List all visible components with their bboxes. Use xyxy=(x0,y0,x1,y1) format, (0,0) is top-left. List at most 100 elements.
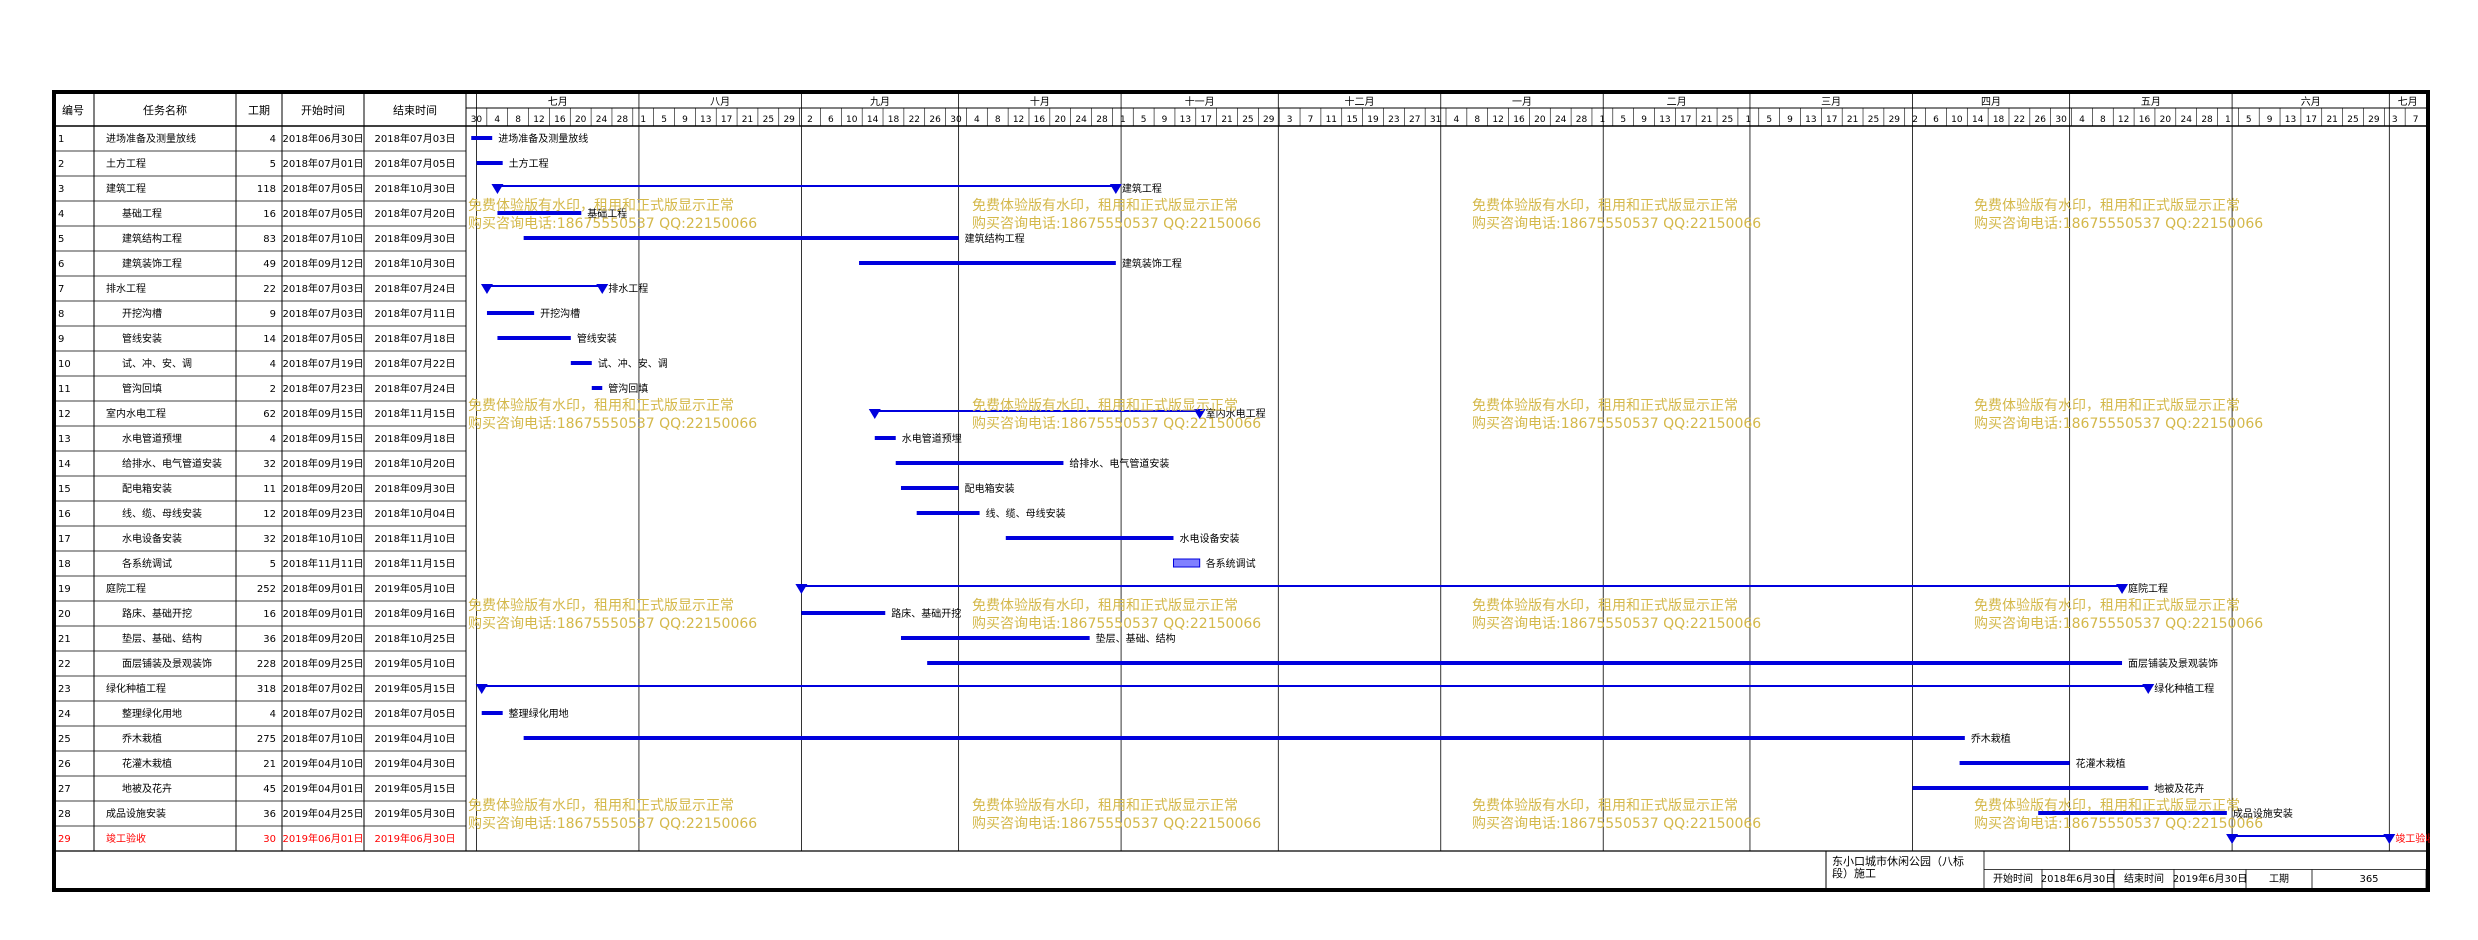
watermark-text: 免费体验版有水印，租用和正式版显示正常 xyxy=(1472,398,1738,414)
watermark-text: 购买咨询电话:18675550537 QQ:22150066 xyxy=(1472,416,1761,432)
row-id: 27 xyxy=(58,784,71,795)
day-label: 12 xyxy=(1492,115,1503,125)
row-end: 2018年09月18日 xyxy=(375,432,456,445)
day-label: 8 xyxy=(995,115,1001,125)
month-label: 七月 xyxy=(2398,96,2418,108)
row-start: 2018年09月23日 xyxy=(283,507,364,520)
row-id: 4 xyxy=(58,209,64,220)
row-name: 排水工程 xyxy=(106,282,146,295)
day-label: 9 xyxy=(1162,115,1168,125)
day-label: 18 xyxy=(1993,115,2005,125)
watermark-text: 免费体验版有水印，租用和正式版显示正常 xyxy=(972,398,1238,414)
row-id: 17 xyxy=(58,534,71,545)
day-label: 15 xyxy=(1346,115,1357,125)
row-end: 2018年11月15日 xyxy=(375,557,456,570)
bar-label: 路床、基础开挖 xyxy=(891,607,961,620)
task-bar xyxy=(1912,786,2149,790)
row-start: 2018年09月19日 xyxy=(283,457,364,470)
day-label: 22 xyxy=(909,115,920,125)
day-label: 3 xyxy=(1287,115,1293,125)
task-bar xyxy=(916,511,980,515)
row-id: 7 xyxy=(58,284,64,295)
row-start: 2018年06月30日 xyxy=(283,132,364,145)
bar-label: 面层铺装及景观装饰 xyxy=(2128,657,2218,670)
day-label: 29 xyxy=(2368,115,2380,125)
month-label: 九月 xyxy=(870,96,890,108)
row-name: 水电设备安装 xyxy=(122,532,182,545)
task-bar xyxy=(801,611,886,615)
footer-start-value: 2018年6月30日 xyxy=(2041,872,2116,885)
bar-label: 排水工程 xyxy=(608,282,648,295)
row-start: 2018年07月05日 xyxy=(283,182,364,195)
footer-duration-label: 工期 xyxy=(2269,873,2289,885)
row-start: 2018年07月19日 xyxy=(283,357,364,370)
footer-project-name-2: 段）施工 xyxy=(1832,866,1876,880)
task-bar xyxy=(497,211,582,215)
row-id: 12 xyxy=(58,409,71,420)
day-label: 12 xyxy=(533,115,544,125)
watermark-text: 免费体验版有水印，租用和正式版显示正常 xyxy=(972,598,1238,614)
bar-label: 乔木栽植 xyxy=(1971,732,2011,745)
bar-label: 庭院工程 xyxy=(2128,582,2168,595)
row-start: 2018年11月11日 xyxy=(283,557,364,570)
row-id: 5 xyxy=(58,234,64,245)
row-start: 2018年09月01日 xyxy=(283,607,364,620)
bar-label: 成品设施安装 xyxy=(2233,807,2293,820)
day-label: 17 xyxy=(721,115,732,125)
day-label: 23 xyxy=(1388,115,1399,125)
row-name: 基础工程 xyxy=(122,207,162,220)
day-label: 4 xyxy=(494,115,500,125)
row-name: 路床、基础开挖 xyxy=(122,607,192,620)
row-duration: 32 xyxy=(263,459,276,470)
day-label: 7 xyxy=(1308,115,1314,125)
row-duration: 118 xyxy=(257,184,276,195)
day-label: 21 xyxy=(2326,115,2337,125)
col-header-duration: 工期 xyxy=(248,104,270,117)
bar-label: 垫层、基础、结构 xyxy=(1096,632,1176,645)
row-start: 2019年04月10日 xyxy=(283,757,364,770)
task-bar xyxy=(471,136,493,140)
day-label: 28 xyxy=(1576,115,1588,125)
day-label: 9 xyxy=(682,115,688,125)
row-name: 竣工验收 xyxy=(106,832,146,845)
row-duration: 4 xyxy=(270,709,276,720)
footer-end-label: 结束时间 xyxy=(2124,872,2164,885)
row-id: 23 xyxy=(58,684,71,695)
row-id: 24 xyxy=(58,709,71,720)
row-end: 2018年07月20日 xyxy=(375,207,456,220)
watermark-text: 免费体验版有水印，租用和正式版显示正常 xyxy=(1472,198,1738,214)
day-label: 4 xyxy=(1454,115,1460,125)
gantt-frame xyxy=(52,90,2430,892)
bar-label: 各系统调试 xyxy=(1206,557,1256,570)
day-label: 10 xyxy=(846,115,858,125)
month-label: 八月 xyxy=(710,96,730,108)
row-start: 2018年09月20日 xyxy=(283,632,364,645)
day-label: 20 xyxy=(575,115,587,125)
row-end: 2018年07月03日 xyxy=(375,132,456,145)
day-label: 13 xyxy=(1659,115,1670,125)
footer-end-value: 2019年6月30日 xyxy=(2173,872,2248,885)
row-id: 14 xyxy=(58,459,71,470)
gantt-chart: 编号任务名称工期开始时间结束时间七月八月九月十月十一月十二月一月二月三月四月五月… xyxy=(52,94,2430,888)
row-name: 管沟回填 xyxy=(122,382,162,395)
row-duration: 21 xyxy=(263,759,276,770)
row-name: 管线安装 xyxy=(122,332,162,345)
row-start: 2018年09月25日 xyxy=(283,657,364,670)
day-label: 21 xyxy=(742,115,753,125)
day-label: 21 xyxy=(1847,115,1858,125)
task-bar xyxy=(900,486,959,490)
bar-label: 管线安装 xyxy=(577,332,617,345)
watermark-text: 购买咨询电话:18675550537 QQ:22150066 xyxy=(972,616,1261,632)
row-name: 水电管道预埋 xyxy=(122,432,182,445)
day-label: 26 xyxy=(929,115,941,125)
month-label: 十月 xyxy=(1030,95,1050,108)
row-id: 28 xyxy=(58,809,71,820)
day-label: 29 xyxy=(783,115,795,125)
row-duration: 16 xyxy=(263,209,276,220)
task-bar xyxy=(859,261,1116,265)
day-label: 8 xyxy=(515,115,521,125)
row-id: 1 xyxy=(58,134,64,145)
day-label: 20 xyxy=(2160,115,2172,125)
row-start: 2018年07月01日 xyxy=(283,157,364,170)
row-name: 各系统调试 xyxy=(122,557,172,570)
